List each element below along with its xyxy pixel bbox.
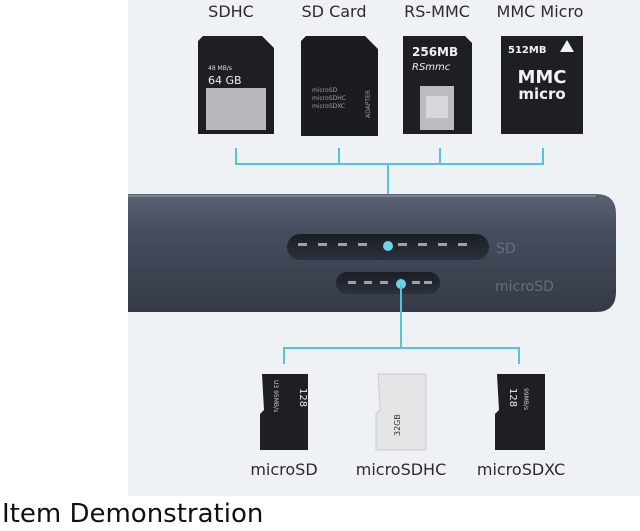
mmc-micro-label: MMC Micro [496, 2, 584, 21]
card-reader-device: SD microSD [128, 194, 616, 312]
microsdxc-label: microSDXC [476, 460, 566, 479]
microsdxc-card-icon: 128 99MB/s [495, 374, 545, 450]
adapter-line-2: microSDHC [312, 95, 346, 102]
microsd-label: microSD [250, 460, 318, 479]
sdhc-label: SDHC [208, 2, 254, 21]
adapter-vertical-text: ADAPTER [365, 90, 372, 118]
sd-card-label: SD Card [301, 2, 367, 21]
mmcmicro-sub-text: micro [518, 85, 565, 103]
mmc-micro-card-icon: 512MB MMC micro [501, 36, 583, 134]
sdhc-card-icon: 48 MB/s 64 GB [198, 36, 274, 134]
bottom-connector-lines [283, 284, 520, 364]
microsdhc-card-icon: 32GB [375, 373, 427, 451]
adapter-line-1: microSD [312, 87, 338, 94]
sdhc-capacity-text: 64 GB [208, 74, 242, 87]
microsd-card-icon: 128 U3 95MB/s [260, 374, 308, 450]
sdhc-speed-text: 48 MB/s [208, 65, 232, 72]
microsdhc-label: microSDHC [355, 460, 447, 479]
rs-mmc-card-icon: 256MB RSmmc [403, 36, 472, 134]
sd-adapter-card-icon: microSD microSDHC microSDXC ADAPTER [301, 36, 378, 136]
rsmmc-capacity-text: 256MB [412, 45, 458, 59]
microsd-slot-label: microSD [495, 279, 554, 295]
microsdxc-capacity-text: 128 [507, 388, 518, 407]
adapter-line-3: microSDXC [312, 103, 345, 110]
microsd-capacity-text: 128 [297, 388, 308, 407]
microsd-speed-text: U3 95MB/s [272, 380, 279, 412]
product-illustration: 48 MB/s 64 GB microSD microSDHC microSDX… [128, 0, 640, 496]
item-demonstration-caption: Item Demonstration [2, 499, 264, 529]
illustration-graphic: 48 MB/s 64 GB microSD microSDHC microSDX… [128, 36, 616, 451]
sd-slot-label: SD [496, 241, 516, 257]
rs-mmc-label: RS-MMC [404, 2, 470, 21]
microsdhc-capacity-text: 32GB [393, 414, 402, 436]
mmcmicro-brand-text: MMC [517, 67, 566, 88]
microsdxc-speed-text: 99MB/s [522, 388, 529, 410]
mmcmicro-capacity-text: 512MB [508, 45, 546, 56]
rsmmc-brand-text: RSmmc [412, 62, 451, 73]
sd-slot-point [383, 241, 393, 251]
